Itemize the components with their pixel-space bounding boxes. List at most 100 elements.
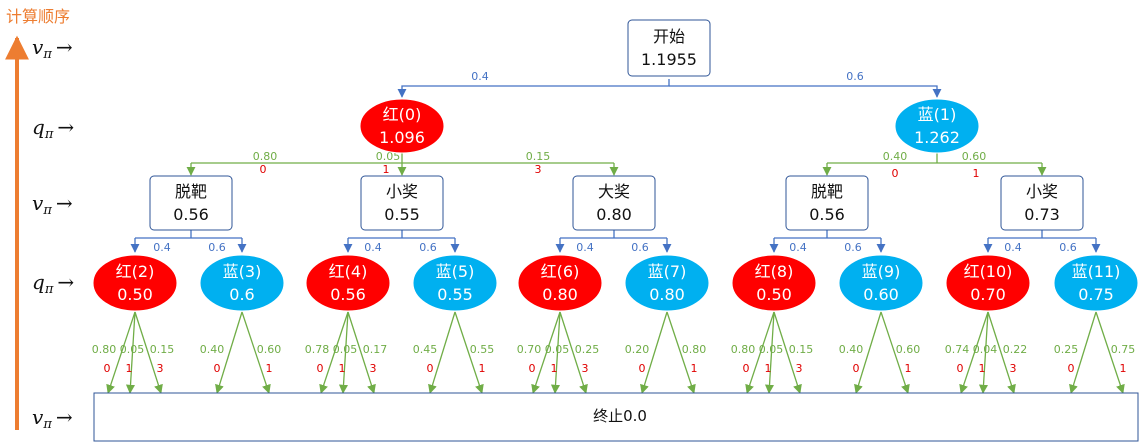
prob-label-level2-2: 0.15 [526, 150, 551, 163]
level3-node-2-shape [305, 254, 391, 312]
prob-label-terminal-4-0: 0.70 [517, 343, 542, 356]
computation-order-title: 计算顺序 [6, 7, 70, 26]
level2-node-3-box [785, 175, 869, 231]
level3-node-5: 蓝(7)0.80 [624, 254, 710, 312]
level3-node-9: 蓝(11) 0.75 [1053, 254, 1139, 312]
level2-node-2-box [572, 175, 656, 231]
prob-label-terminal-5-1: 0.80 [682, 343, 707, 356]
level3-node-4-shape [517, 254, 603, 312]
edge-terminal-6-2 [773, 311, 802, 394]
prob-label-terminal-2-2: 0.17 [363, 343, 388, 356]
action-label-terminal-4-0: 0 [529, 362, 536, 375]
level2-node-4: 小奖0.73 [1000, 175, 1084, 231]
action-label-terminal-3-0: 0 [427, 362, 434, 375]
action-label-level2-0: 0 [260, 163, 267, 176]
edge-terminal-7-1 [880, 311, 910, 394]
start-node: 开始1.1955 [627, 19, 711, 77]
action-label-terminal-2-2: 3 [370, 362, 377, 375]
edge-terminal-0-1 [125, 311, 136, 394]
prob-label-terminal-4-1: 0.05 [545, 343, 570, 356]
prob-label-level3-4-a: 0.4 [1004, 241, 1022, 254]
level3-node-2-value: 0.56 [330, 285, 366, 304]
level2-node-0-value: 0.56 [173, 205, 209, 224]
level3-node-1: 蓝(3)0.6 [199, 254, 285, 312]
level3-node-6-label: 红(8) [755, 262, 794, 281]
action-label-terminal-6-1: 1 [765, 362, 772, 375]
prob-label-level3-2-a: 0.4 [576, 241, 594, 254]
level3-node-1-label: 蓝(3) [223, 262, 262, 281]
action-label-terminal-8-0: 0 [957, 362, 964, 375]
action-label-terminal-3-1: 1 [479, 362, 486, 375]
level3-node-7: 蓝(9)0.60 [838, 254, 924, 312]
level3-node-8: 红(10)0.70 [945, 254, 1031, 312]
action-label-terminal-0-0: 0 [104, 362, 111, 375]
action-label-terminal-7-1: 1 [905, 362, 912, 375]
edge-terminal-8-2 [987, 311, 1016, 394]
edge-terminal-3-0 [428, 311, 456, 394]
prob-label-terminal-6-2: 0.15 [789, 343, 814, 356]
action-label-terminal-7-0: 0 [853, 362, 860, 375]
level1-node-1-shape [894, 98, 980, 154]
level3-node-6-value: 0.50 [756, 285, 792, 304]
level3-node-5-shape [624, 254, 710, 312]
action-label-terminal-9-1: 1 [1120, 362, 1127, 375]
prob-label-level2-3: 0.40 [883, 150, 908, 163]
prob-label-terminal-8-2: 0.22 [1003, 343, 1028, 356]
level2-node-2-value: 0.80 [596, 205, 632, 224]
action-label-terminal-4-2: 3 [582, 362, 589, 375]
level1-node-1-value: 1.262 [914, 128, 960, 147]
level3-node-7-value: 0.60 [863, 285, 899, 304]
start-node-label: 开始 [653, 27, 685, 46]
prob-label-terminal-0-1: 0.05 [120, 343, 145, 356]
level3-node-9-value: 0.75 [1078, 285, 1114, 304]
level3-node-4-value: 0.80 [542, 285, 578, 304]
prob-label-blue1: 0.6 [846, 70, 864, 83]
edge-start-blue1 [669, 85, 942, 98]
level2-node-3-label: 脱靶 [811, 182, 843, 201]
edge-terminal-6-1 [764, 311, 775, 394]
edge-terminal-2-2 [347, 311, 376, 394]
level3-node-3-shape [412, 254, 498, 312]
level1-node-0-value: 1.096 [379, 128, 425, 147]
prob-label-terminal-3-1: 0.55 [470, 343, 495, 356]
edge-start-red0 [397, 79, 670, 98]
level3-node-6-shape [731, 254, 817, 312]
prob-label-terminal-6-0: 0.80 [731, 343, 756, 356]
level3-node-4-label: 红(6) [541, 262, 580, 281]
prob-label-terminal-9-0: 0.25 [1054, 343, 1079, 356]
prob-label-terminal-1-0: 0.40 [200, 343, 225, 356]
prob-label-red0: 0.4 [471, 70, 489, 83]
edge-terminal-8-0 [959, 311, 989, 394]
action-label-terminal-6-2: 3 [796, 362, 803, 375]
prob-label-level3-3-b: 0.6 [844, 241, 862, 254]
action-label-level2-2: 3 [535, 163, 542, 176]
prob-label-level3-1-b: 0.6 [419, 241, 437, 254]
prob-label-level2-1: 0.05 [376, 150, 401, 163]
prob-label-terminal-0-0: 0.80 [92, 343, 117, 356]
level3-node-7-shape [838, 254, 924, 312]
level2-node-1-label: 小奖 [386, 182, 418, 201]
action-label-terminal-0-1: 1 [126, 362, 133, 375]
level1-node-0-shape [359, 98, 445, 154]
level1-node-0: 红(0)1.096 [359, 98, 445, 154]
edge-terminal-3-1 [454, 311, 484, 394]
level3-node-0-label: 红(2) [116, 262, 155, 281]
level2-node-3-value: 0.56 [809, 205, 845, 224]
terminal-box [93, 392, 1139, 442]
level3-node-3-label: 蓝(5) [436, 262, 475, 281]
action-label-terminal-8-1: 1 [979, 362, 986, 375]
prob-label-level3-3-a: 0.4 [789, 241, 807, 254]
prob-label-terminal-8-0: 0.74 [945, 343, 970, 356]
edge-terminal-9-0 [1069, 311, 1097, 394]
level3-node-5-label: 蓝(7) [648, 262, 687, 281]
level3-node-9-label: 蓝(11) [1072, 262, 1121, 281]
action-label-terminal-6-0: 0 [743, 362, 750, 375]
prob-label-terminal-2-1: 0.05 [333, 343, 358, 356]
level2-node-0-label: 脱靶 [175, 182, 207, 201]
prob-label-terminal-4-2: 0.25 [575, 343, 600, 356]
action-label-terminal-1-0: 0 [214, 362, 221, 375]
level2-node-3: 脱靶 0.56 [785, 175, 869, 231]
prob-label-terminal-0-2: 0.15 [150, 343, 175, 356]
action-label-level2-1: 1 [383, 163, 390, 176]
